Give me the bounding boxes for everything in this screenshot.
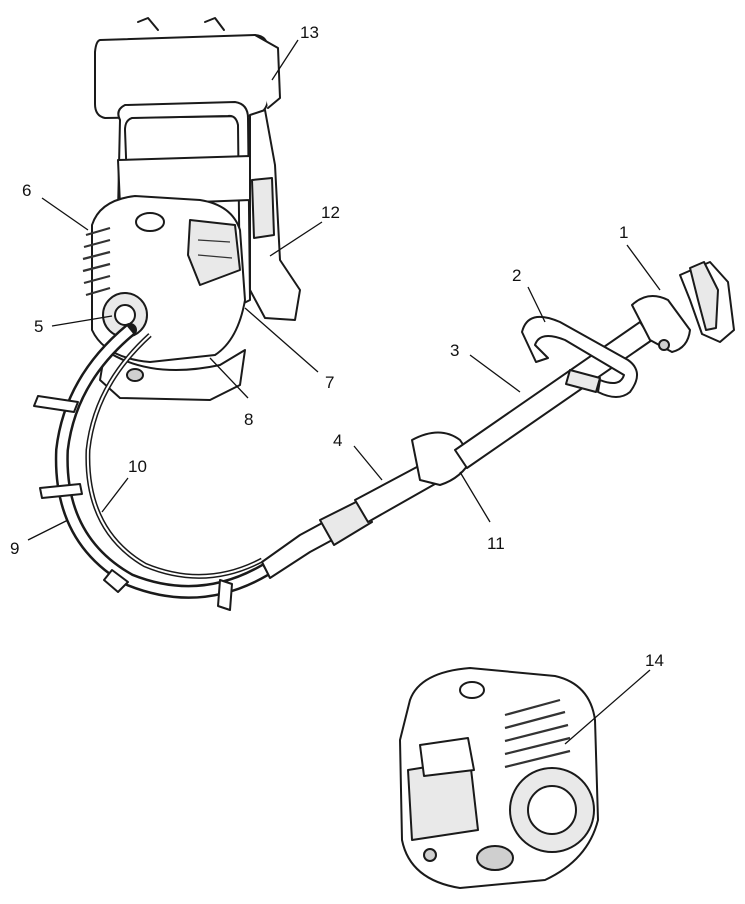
callout-2: 2 <box>512 266 546 323</box>
callout-6: 6 <box>22 181 89 231</box>
drive-tube <box>261 321 653 579</box>
callout-14: 14 <box>564 651 664 745</box>
callout-label-11: 11 <box>487 534 505 553</box>
callout-label-12: 12 <box>321 203 340 222</box>
callout-label-1: 1 <box>619 223 628 242</box>
callout-label-13: 13 <box>300 23 319 42</box>
callout-label-3: 3 <box>450 341 459 360</box>
callout-4: 4 <box>333 431 383 481</box>
callout-11: 11 <box>459 471 505 553</box>
cable-ties <box>33 395 233 611</box>
cutting-head-gearbox <box>631 261 735 353</box>
callout-9: 9 <box>10 519 69 558</box>
callout-13: 13 <box>271 23 319 81</box>
backpack-frame <box>117 101 301 321</box>
callout-label-4: 4 <box>333 431 342 450</box>
callout-8: 8 <box>209 357 253 429</box>
callout-label-7: 7 <box>325 373 334 392</box>
callout-label-2: 2 <box>512 266 521 285</box>
callout-7: 7 <box>244 307 334 392</box>
callout-12: 12 <box>269 203 340 257</box>
callout-label-6: 6 <box>22 181 31 200</box>
callout-1: 1 <box>619 223 661 291</box>
loop-handle <box>521 315 638 398</box>
callout-label-10: 10 <box>128 457 147 476</box>
callout-label-14: 14 <box>645 651 664 670</box>
callout-label-5: 5 <box>34 317 43 336</box>
cooling-fins <box>82 226 111 297</box>
engine-assembly <box>82 195 246 401</box>
callout-label-9: 9 <box>10 539 19 558</box>
callout-10: 10 <box>101 457 147 513</box>
callout-5: 5 <box>34 315 113 336</box>
flex-drive-shaft <box>33 323 272 611</box>
engine-detail-fins <box>504 698 571 769</box>
engine-detail <box>399 667 599 889</box>
callout-label-8: 8 <box>244 410 253 429</box>
callout-3: 3 <box>450 341 521 393</box>
